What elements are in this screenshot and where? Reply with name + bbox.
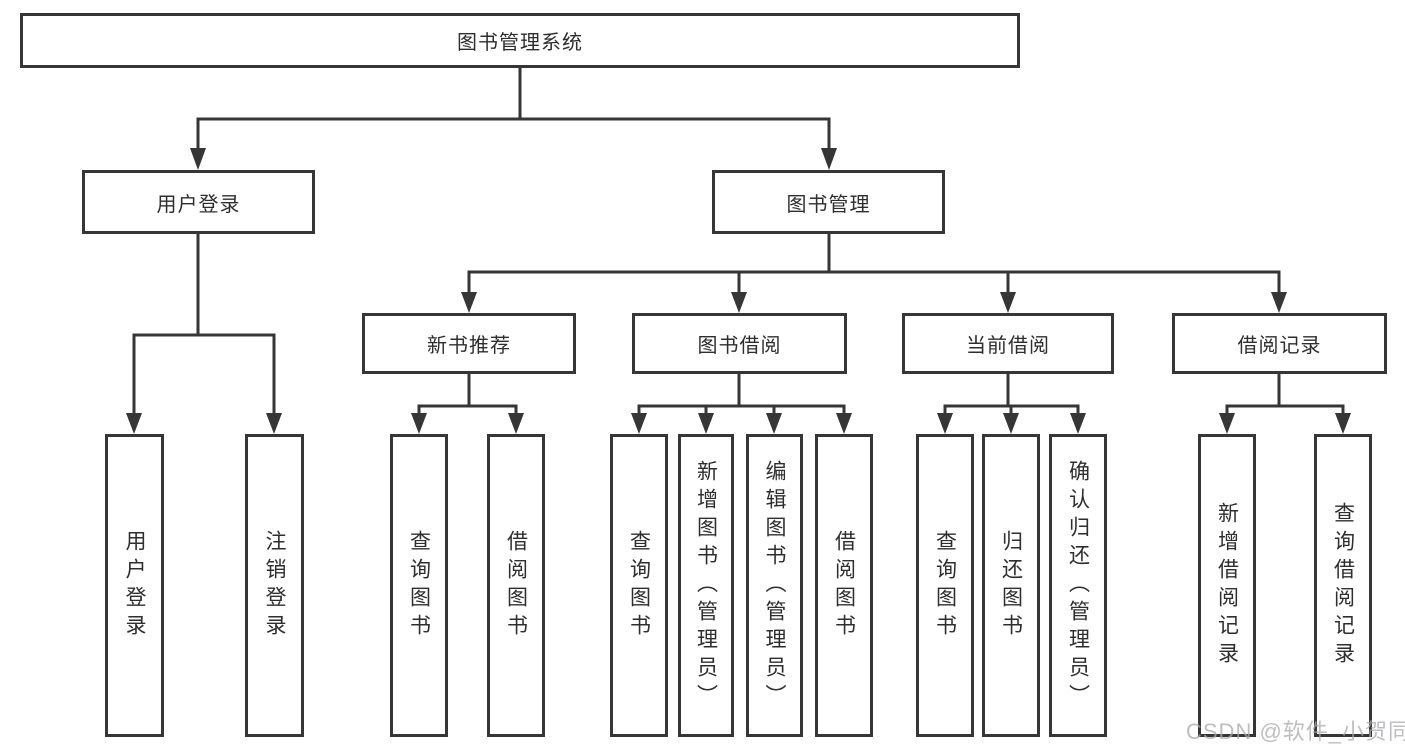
node-current-borrow: 当前借阅 [902, 313, 1114, 374]
leaf-label: 查询图书 [407, 529, 431, 642]
leaf-label: 编辑图书（管理员） [763, 459, 786, 712]
arrowhead [766, 413, 782, 434]
leaf-borrow-books-recommend: 借阅图书 [487, 434, 545, 737]
arrowhead [1070, 413, 1086, 434]
arrowhead [266, 413, 282, 434]
leaf-label: 确认归还（管理员） [1066, 459, 1090, 712]
leaf-label: 借阅图书 [832, 529, 856, 642]
leaf-user-login: 用户登录 [105, 434, 164, 737]
leaf-query-books-current: 查询图书 [916, 434, 974, 737]
leaf-label: 注销登录 [263, 529, 286, 642]
node-borrow-record: 借阅记录 [1172, 313, 1387, 374]
node-new-book-recommend: 新书推荐 [362, 313, 576, 374]
node-label: 当前借阅 [966, 335, 1050, 357]
arrowhead [1271, 292, 1287, 313]
arrowhead [508, 413, 524, 434]
node-library-management-system: 图书管理系统 [20, 13, 1020, 68]
arrowhead [731, 292, 747, 313]
arrowhead [937, 413, 953, 434]
leaf-return-books: 归还图书 [982, 434, 1040, 737]
arrowhead [190, 148, 206, 170]
leaf-label: 查询图书 [933, 529, 957, 642]
node-label: 图书借阅 [697, 335, 782, 357]
arrowhead [1335, 413, 1351, 434]
arrowhead [1000, 292, 1016, 313]
arrowhead [698, 413, 714, 434]
node-book-borrow: 图书借阅 [632, 313, 847, 374]
leaf-query-books-borrow: 查询图书 [610, 434, 668, 737]
leaf-label: 新增图书（管理员） [694, 459, 718, 712]
arrowhead [126, 413, 142, 434]
leaf-label: 新增借阅记录 [1215, 501, 1239, 670]
arrowhead [411, 413, 427, 434]
arrowhead [821, 148, 837, 170]
leaf-edit-books-admin: 编辑图书（管理员） [746, 434, 803, 737]
node-label: 图书管理系统 [457, 32, 583, 54]
node-label: 新书推荐 [427, 335, 511, 357]
arrowhead [1219, 413, 1235, 434]
node-book-management: 图书管理 [712, 170, 945, 234]
arrowhead [461, 292, 477, 313]
node-label: 用户登录 [156, 193, 241, 216]
leaf-add-books-admin: 新增图书（管理员） [678, 434, 734, 737]
node-user-login: 用户登录 [82, 170, 315, 234]
leaf-logout: 注销登录 [245, 434, 304, 737]
leaf-query-borrow-record: 查询借阅记录 [1314, 434, 1372, 737]
leaf-borrow-books: 借阅图书 [815, 434, 873, 737]
leaf-label: 查询借阅记录 [1331, 501, 1355, 670]
arrowhead [631, 413, 647, 434]
node-label: 图书管理 [786, 193, 871, 216]
leaf-add-borrow-record: 新增借阅记录 [1198, 434, 1256, 737]
arrowhead [1003, 413, 1019, 434]
arrowhead [836, 413, 852, 434]
node-label: 借阅记录 [1237, 335, 1322, 357]
leaf-label: 借阅图书 [504, 529, 528, 642]
leaf-label: 归还图书 [999, 529, 1023, 642]
leaf-confirm-return-admin: 确认归还（管理员） [1049, 434, 1107, 737]
csdn-watermark: CSDN @软件_小贺同学 [1186, 719, 1405, 744]
leaf-query-books-recommend: 查询图书 [390, 434, 448, 737]
leaf-label: 查询图书 [627, 529, 651, 642]
leaf-label: 用户登录 [123, 529, 146, 642]
